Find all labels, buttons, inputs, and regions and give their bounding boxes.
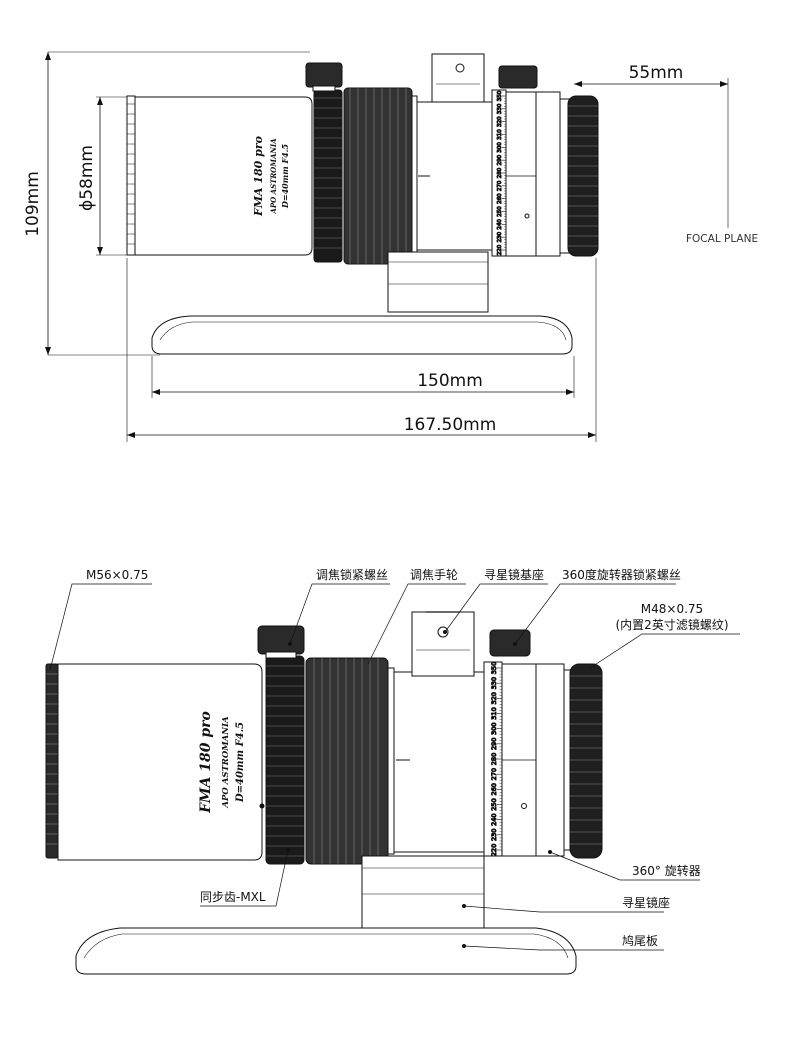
scale-bottom-number: 350: [490, 662, 498, 674]
label-finder-mount: 寻星镜座: [622, 895, 670, 910]
scale-bottom-number: 310: [490, 707, 498, 719]
focus-knob-top: [343, 87, 413, 265]
model-text-bottom: FMA 180 pro: [198, 711, 214, 814]
scale-top-number: 260: [497, 193, 503, 204]
label-rotator-lock-screw: 360度旋转器锁紧螺丝: [562, 567, 681, 582]
dovetail-plate-bottom: [75, 927, 577, 975]
scale-bottom-number: 250: [490, 798, 498, 810]
scale-top-number: 330: [497, 103, 503, 114]
focus-knob-bottom: [305, 657, 389, 865]
leader-lines: [49, 583, 740, 951]
scale-top-number: 300: [497, 142, 503, 153]
spec-text-bottom: D=40mm F4.5: [235, 722, 246, 803]
label-rotator: 360° 旋转器: [632, 863, 701, 878]
scale-bottom-number: 260: [490, 783, 498, 795]
focal-plane-label: FOCAL PLANE: [686, 233, 758, 245]
rotator-lock-screw-bottom: [489, 629, 531, 657]
scale-top-number: 240: [497, 219, 503, 230]
label-focus-knob: 调焦手轮: [410, 568, 458, 582]
scale-bottom-number: 300: [490, 722, 498, 734]
dovetail-plate-top: [151, 315, 573, 355]
sync-gear-ring-bottom: [265, 655, 305, 865]
scale-top-number: 310: [497, 129, 503, 140]
diameter-value: 58mm: [77, 145, 97, 200]
finder-mount-bottom: [361, 855, 485, 929]
base-length-label: 150mm: [417, 371, 483, 391]
scale-bottom-number: 240: [490, 813, 498, 825]
brand-text-bottom: APO ASTROMANIA: [221, 716, 231, 809]
scale-top-number: 250: [497, 206, 503, 217]
label-focus-lock-screw: 调焦锁紧螺丝: [316, 567, 388, 582]
label-sync-gear: 同步齿-MXL: [200, 890, 266, 904]
finder-base-top: [431, 53, 485, 103]
height-dimension-label: 109mm: [23, 171, 43, 237]
brand-text-top: APO ASTROMANIA: [269, 138, 278, 215]
label-m48-thread: M48×0.75: [641, 602, 703, 616]
label-m48-filter-note: (内置2英寸滤镜螺纹): [616, 617, 729, 632]
scale-bottom-number: 230: [490, 829, 498, 841]
spec-text-top: D=40mm F4.5: [280, 144, 290, 210]
scale-bottom-number: 320: [490, 692, 498, 704]
branding-bottom: FMA 180 pro APO ASTROMANIA D=40mm F4.5: [198, 711, 246, 814]
focus-lock-screw-top: [305, 62, 343, 88]
bottom-view: 350 330 320 310 300 290 280 270 260 250 240 230 220: [45, 583, 740, 975]
scale-bottom-number: 220: [490, 844, 498, 856]
diameter-dimension-label: ϕ58mm: [77, 145, 97, 211]
tube-body: [134, 96, 313, 256]
rotator-ring-top: [535, 91, 561, 257]
scale-top-number: 290: [497, 154, 503, 165]
scale-top-number: 280: [497, 167, 503, 178]
tube-body-bottom: [57, 663, 263, 861]
scale-bottom-number: 330: [490, 677, 498, 689]
drawtube-bottom: [393, 671, 485, 853]
scale-top-number: 220: [497, 244, 503, 255]
diameter-symbol: ϕ: [77, 200, 97, 211]
label-dovetail: 鸠尾板: [622, 934, 658, 948]
front-knurl-ring: [126, 95, 136, 256]
scale-bottom-number: 270: [490, 768, 498, 780]
scale-top-number: 270: [497, 180, 503, 191]
label-finder-base-top: 寻星镜基座: [484, 567, 544, 582]
scale-bottom-number: 280: [490, 753, 498, 765]
scale-top-number: 320: [497, 116, 503, 127]
scale-top-number: 350: [497, 90, 503, 101]
scale-bottom-number: 290: [490, 738, 498, 750]
scale-top-number: 230: [497, 231, 503, 242]
total-length-label: 167.50mm: [404, 415, 497, 435]
branding-top: FMA 180 pro APO ASTROMANIA D=40mm F4.5: [252, 136, 290, 217]
finder-mount-top: [387, 251, 489, 313]
rear-knurl-bottom: [569, 663, 603, 859]
model-text-top: FMA 180 pro: [252, 136, 265, 217]
rotator-lock-screw-top: [498, 65, 538, 89]
label-m56-thread: M56×0.75: [86, 568, 148, 582]
rotator-ring-bottom: [535, 663, 565, 857]
focus-lock-screw-bottom: [257, 625, 305, 655]
sync-gear-ring: [313, 89, 343, 263]
back-focus-label: 55mm: [629, 63, 684, 83]
front-knurl-ring-bottom: [45, 663, 59, 859]
finder-base-bottom: [411, 611, 475, 677]
